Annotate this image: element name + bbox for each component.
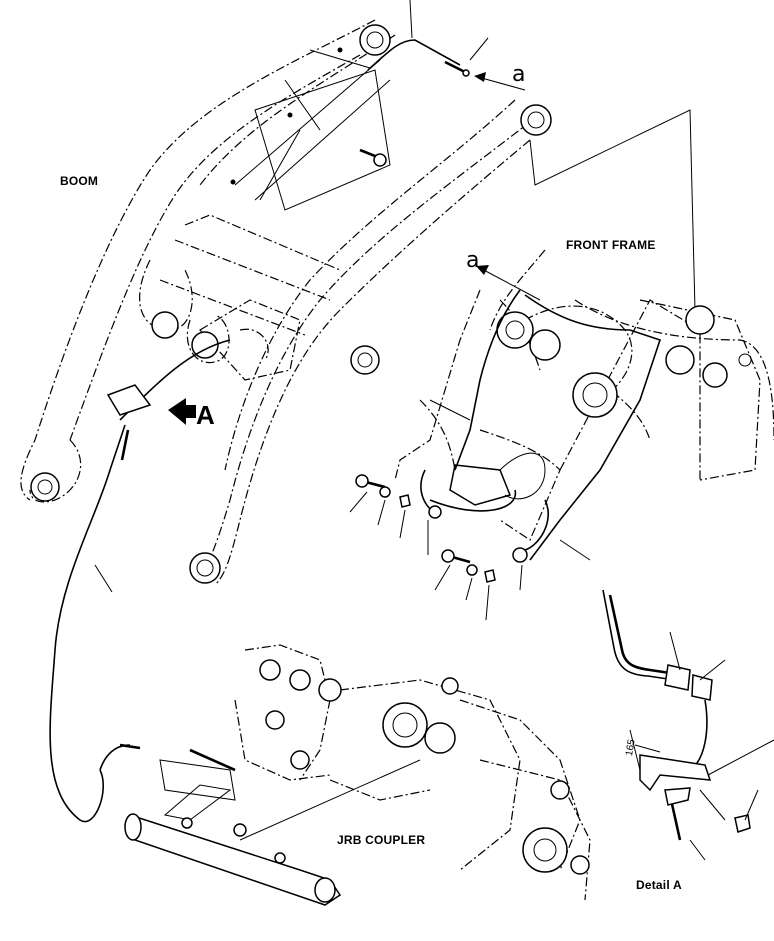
connection-arrow-icon xyxy=(474,72,526,91)
view-direction-arrow-icon xyxy=(168,398,196,425)
detail-a-view xyxy=(602,589,774,861)
front-frame-label: FRONT FRAME xyxy=(566,238,656,252)
jrb-coupler-assembly xyxy=(99,644,591,906)
jrb-coupler-label: JRB COUPLER xyxy=(337,833,426,847)
front-frame-assembly xyxy=(349,249,774,621)
view-marker-label: A xyxy=(196,400,215,430)
connection-a-frame-label: a xyxy=(466,248,480,273)
connection-a-top-label: a xyxy=(512,62,526,87)
boom-assembly xyxy=(20,0,552,823)
detail-a-label: Detail A xyxy=(636,878,682,892)
boom-label: BOOM xyxy=(60,174,99,188)
